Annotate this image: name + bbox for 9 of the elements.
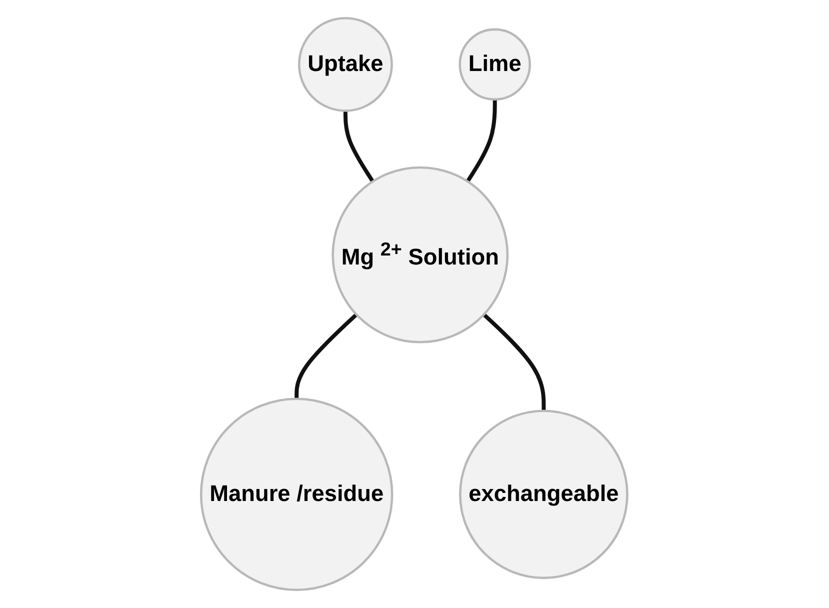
node-circle: Uptake <box>298 16 394 112</box>
node-circle: exchangeable <box>459 410 629 580</box>
connector <box>466 99 498 183</box>
connector <box>294 313 358 399</box>
node-circle: Manure /residue <box>200 398 394 592</box>
node-circle: Lime <box>459 28 532 101</box>
node-circle: Mg $^{2+}$ Solution <box>332 166 509 344</box>
connector <box>482 313 546 411</box>
connector <box>344 110 375 183</box>
